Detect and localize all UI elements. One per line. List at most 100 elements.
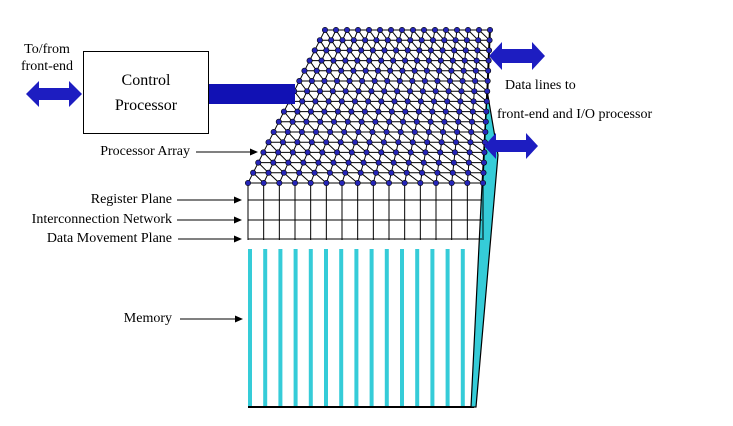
processor-dot	[275, 118, 282, 125]
processor-dot	[325, 67, 332, 74]
processor-dot	[385, 180, 392, 187]
processor-dot	[457, 98, 464, 105]
data-movement-plane-label: Data Movement Plane	[46, 231, 172, 246]
processor-dot	[300, 159, 307, 166]
processor-dot	[306, 57, 313, 64]
processor-dot	[355, 129, 362, 136]
processor-dot	[462, 47, 469, 54]
processor-dot	[411, 129, 418, 136]
processor-dot	[435, 159, 442, 166]
processor-dot	[334, 108, 341, 115]
processor-dot	[409, 26, 416, 33]
processor-dot	[338, 67, 345, 74]
processor-dot	[311, 47, 318, 54]
processor-dot	[415, 108, 422, 115]
processor-dot	[260, 149, 267, 156]
processor-dot	[432, 180, 439, 187]
processor-dot	[437, 149, 444, 156]
processor-dot	[368, 88, 375, 95]
array-link	[467, 172, 484, 184]
processor-dot	[265, 169, 272, 176]
processor-dot	[371, 78, 378, 85]
processor-dot	[289, 118, 296, 125]
processor-dot	[384, 37, 391, 44]
processor-dot	[458, 88, 465, 95]
processor-dot	[270, 129, 277, 136]
processor-dot	[351, 98, 358, 105]
processor-dot	[330, 118, 337, 125]
processor-dot	[482, 129, 489, 136]
processor-dot	[345, 159, 352, 166]
processor-dot	[313, 67, 320, 74]
processor-dot	[342, 88, 349, 95]
processor-dot	[326, 169, 333, 176]
processor-dot	[409, 78, 416, 85]
processor-dot	[481, 149, 488, 156]
processor-dot	[354, 180, 361, 187]
processor-dot	[383, 129, 390, 136]
processor-dot	[425, 129, 432, 136]
processor-dot	[279, 139, 286, 146]
processor-dot	[362, 37, 369, 44]
processor-dot	[350, 37, 357, 44]
processor-dot	[338, 180, 345, 187]
processor-dot	[409, 139, 416, 146]
processor-dot	[485, 57, 492, 64]
processor-dot	[456, 108, 463, 115]
processor-dot	[401, 180, 408, 187]
processor-dot	[394, 88, 401, 95]
processor-dot	[464, 26, 471, 33]
data-lines-label-line1: Data lines to	[505, 78, 576, 93]
processor-dot	[342, 169, 349, 176]
processor-dot	[434, 78, 441, 85]
processor-dot	[348, 149, 355, 156]
processor-dot	[407, 149, 414, 156]
processor-dot	[329, 88, 336, 95]
processor-dot	[422, 149, 429, 156]
processor-dot	[318, 57, 325, 64]
processor-dot	[330, 57, 337, 64]
processor-dot	[442, 26, 449, 33]
processor-dot	[260, 180, 267, 187]
processor-dot	[380, 139, 387, 146]
processor-dot	[372, 118, 379, 125]
processor-dot	[378, 149, 385, 156]
to-from-front-end-label: To/from front-end	[4, 41, 90, 75]
processor-dot	[365, 98, 372, 105]
processor-dot	[419, 169, 426, 176]
processor-dot	[420, 159, 427, 166]
processor-dot	[392, 149, 399, 156]
leader-data-movement-plane-head	[234, 235, 242, 243]
processor-dot	[376, 26, 383, 33]
processor-dot	[473, 57, 480, 64]
processor-dot	[275, 149, 282, 156]
processor-dot	[307, 108, 314, 115]
processor-dot	[390, 159, 397, 166]
processor-dot	[441, 37, 448, 44]
processor-dot	[255, 159, 262, 166]
processor-dot	[404, 47, 411, 54]
processor-dot	[432, 88, 439, 95]
processor-dot	[463, 37, 470, 44]
leader-interconnection-head	[234, 216, 242, 224]
processor-dot	[355, 88, 362, 95]
processor-dot	[321, 78, 328, 85]
processor-dot	[396, 78, 403, 85]
processor-dot	[316, 37, 323, 44]
processor-dot	[397, 129, 404, 136]
leader-processor-array-head	[250, 148, 258, 156]
processor-dot	[403, 169, 410, 176]
processor-dot	[311, 169, 318, 176]
register-plane-label: Register Plane	[90, 192, 172, 207]
processor-dot	[486, 47, 493, 54]
processor-dot	[388, 108, 395, 115]
processor-dot	[429, 37, 436, 44]
processor-dot	[391, 98, 398, 105]
processor-dot	[384, 78, 391, 85]
control-bus-bar	[208, 84, 295, 104]
processor-dot	[387, 67, 394, 74]
processor-dot	[308, 78, 315, 85]
processor-dot	[350, 67, 357, 74]
processor-dot	[483, 98, 490, 105]
